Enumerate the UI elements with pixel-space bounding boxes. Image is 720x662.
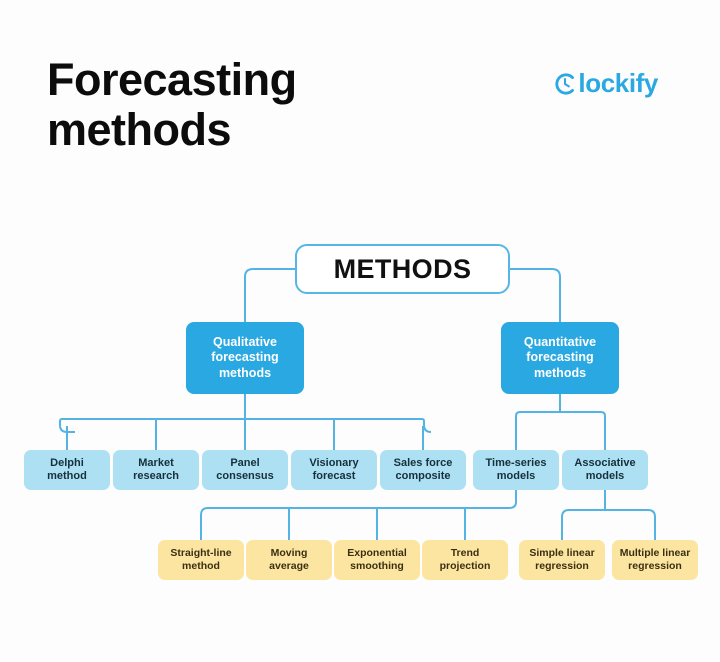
node-methods[interactable]: METHODS xyxy=(295,244,510,294)
node-visionary-label: Visionary forecast xyxy=(309,456,359,482)
bus-timeseries xyxy=(200,490,517,540)
edge-methods-qualitative xyxy=(244,268,295,322)
node-qualitative-label: Qualitative forecasting methods xyxy=(211,335,279,380)
node-market-research[interactable]: Market research xyxy=(113,450,199,490)
node-movingavg-label: Moving average xyxy=(269,547,309,572)
bus-associative xyxy=(561,509,656,540)
node-time-series-models[interactable]: Time-series models xyxy=(473,450,559,490)
bus-quantitative xyxy=(515,411,606,424)
page-title-line-2: methods xyxy=(47,104,232,156)
page-title-line-1: Forecasting xyxy=(47,54,297,105)
node-qualitative-forecasting-methods[interactable]: Qualitative forecasting methods xyxy=(186,322,304,394)
node-panel-consensus[interactable]: Panel consensus xyxy=(202,450,288,490)
node-simple-linear-regression[interactable]: Simple linear regression xyxy=(519,540,605,580)
node-methods-label: METHODS xyxy=(333,253,472,284)
node-trendproj-label: Trend projection xyxy=(439,547,491,572)
clockify-wordmark: lockify xyxy=(578,68,658,98)
node-straight-line-method[interactable]: Straight-line method xyxy=(158,540,244,580)
node-delphi-method[interactable]: Delphi method xyxy=(24,450,110,490)
node-associative-models[interactable]: Associative models xyxy=(562,450,648,490)
node-exponential-smoothing[interactable]: Exponential smoothing xyxy=(334,540,420,580)
node-moving-average[interactable]: Moving average xyxy=(246,540,332,580)
edge-methods-quantitative xyxy=(510,268,561,322)
page-title: Forecasting methods xyxy=(47,54,447,156)
node-straightline-label: Straight-line method xyxy=(170,547,232,572)
node-quantitative-label: Quantitative forecasting methods xyxy=(523,335,597,380)
node-expsmooth-label: Exponential smoothing xyxy=(347,547,407,572)
node-trend-projection[interactable]: Trend projection xyxy=(422,540,508,580)
node-associative-label: Associative models xyxy=(574,456,636,482)
node-timeseries-label: Time-series models xyxy=(485,456,547,482)
node-panel-label: Panel consensus xyxy=(216,456,274,482)
node-sales-force-composite[interactable]: Sales force composite xyxy=(380,450,466,490)
node-simplelin-label: Simple linear regression xyxy=(529,547,595,572)
bus-qualitative xyxy=(59,418,432,433)
node-quantitative-forecasting-methods[interactable]: Quantitative forecasting methods xyxy=(501,322,619,394)
node-delphi-label: Delphi method xyxy=(47,456,87,482)
node-multilin-label: Multiple linear regression xyxy=(619,547,691,572)
clockify-clock-c-icon xyxy=(555,73,575,95)
clockify-logo: lockify xyxy=(554,70,658,96)
node-salesforce-label: Sales force composite xyxy=(393,456,453,482)
node-visionary-forecast[interactable]: Visionary forecast xyxy=(291,450,377,490)
node-market-label: Market research xyxy=(133,456,179,482)
node-multiple-linear-regression[interactable]: Multiple linear regression xyxy=(612,540,698,580)
